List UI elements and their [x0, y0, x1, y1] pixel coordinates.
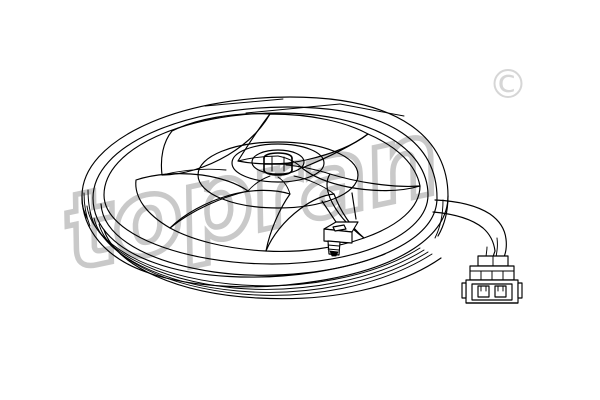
fan-shroud-rim	[81, 96, 449, 300]
copyright-symbol-watermark: ©	[488, 62, 528, 108]
mounting-clip	[321, 192, 359, 257]
fan-hub	[197, 141, 359, 209]
fan-blades	[135, 113, 421, 252]
fan-inner-disc	[103, 112, 429, 265]
brand-watermark: topran	[52, 96, 448, 294]
wire-lead	[432, 199, 509, 267]
electrical-connector	[461, 265, 523, 304]
